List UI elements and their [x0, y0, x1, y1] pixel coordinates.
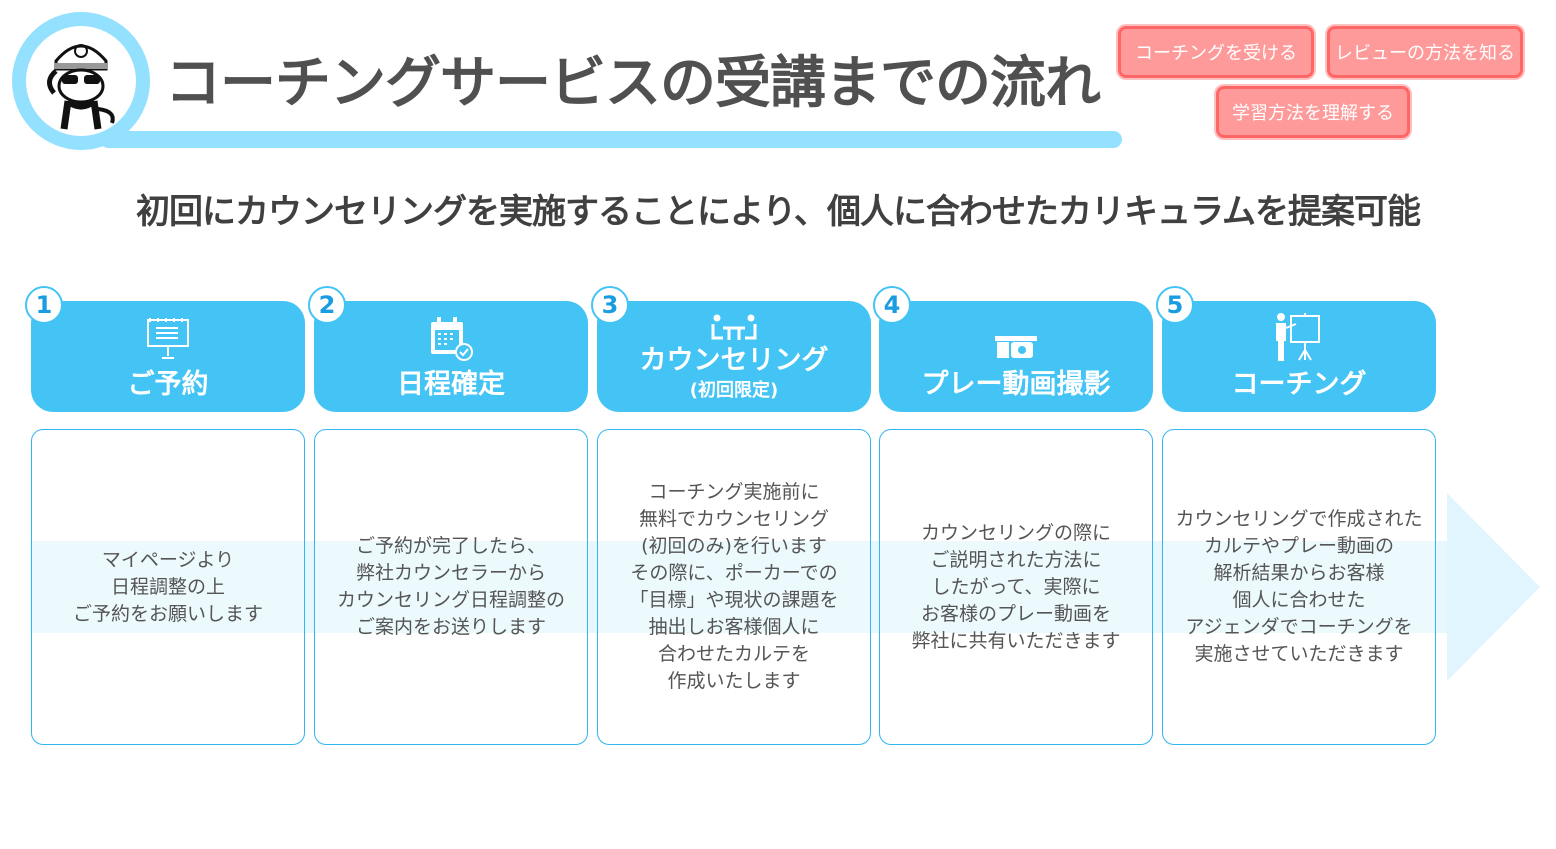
step-header-1: 1 ご予約	[25, 286, 305, 412]
step-description-2: ご予約が完了したら、 弊社カウンセラーから カウンセリング日程調整の ご案内をお…	[314, 429, 588, 745]
step-description-4: カウンセリングの際に ご説明された方法に したがって、実際に お客様のプレー動画…	[879, 429, 1153, 745]
video-camera-icon	[995, 336, 1037, 359]
step-number: 5	[1156, 286, 1194, 324]
step-description-1: マイページより 日程調整の上 ご予約をお願いします	[31, 429, 305, 745]
title-underline	[100, 131, 1122, 148]
flow-arrow-head	[1447, 493, 1540, 681]
step-label: コーチング	[1231, 369, 1367, 401]
step-header-4: 4 プレー動画撮影	[873, 286, 1153, 412]
step-header-2: 2 日程確定	[308, 286, 588, 412]
coaching-button[interactable]: コーチングを受ける	[1118, 26, 1314, 78]
review-method-button[interactable]: レビューの方法を知る	[1327, 26, 1523, 78]
step-number: 3	[591, 286, 629, 324]
step-label: ご予約	[127, 369, 209, 401]
step-number: 2	[308, 286, 346, 324]
step-number: 4	[873, 286, 911, 324]
step-label: カウンセリング	[639, 345, 829, 377]
subtitle: 初回にカウンセリングを実施することにより、個人に合わせたカリキュラムを提案可能	[136, 192, 1421, 232]
monkey-mascot-icon	[47, 44, 115, 130]
step-description-3: コーチング実施前に 無料でカウンセリング (初回のみ)を行います その際に、ポー…	[597, 429, 871, 745]
step-header-3: 3 カウンセリング (初回限定)	[591, 286, 871, 412]
logo	[12, 12, 150, 150]
calendar-check-icon	[431, 317, 473, 362]
page-title: コーチングサービスの受講までの流れ	[165, 51, 1101, 116]
step-sublabel: (初回限定)	[689, 380, 779, 401]
step-header-5: 5 コーチング	[1156, 286, 1436, 412]
step-label: 日程確定	[397, 369, 505, 401]
flow-arrow-band	[30, 541, 1448, 633]
step-description-5: カウンセリングで作成された カルテやプレー動画の 解析結果からお客様 個人に合わ…	[1162, 429, 1436, 745]
learning-method-button[interactable]: 学習方法を理解する	[1216, 86, 1410, 138]
step-number: 1	[25, 286, 63, 324]
step-label: プレー動画撮影	[921, 369, 1111, 401]
meeting-table-icon	[711, 314, 757, 341]
easel-board-icon	[147, 318, 189, 360]
presentation-icon	[1276, 313, 1320, 362]
